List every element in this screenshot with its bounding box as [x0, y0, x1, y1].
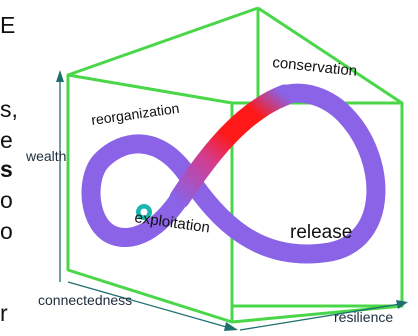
connectedness-axis-arrow-icon	[224, 322, 238, 331]
loop-left-lobe	[81, 134, 198, 247]
axis-label-resilience: resilience	[334, 309, 393, 325]
loop-transition-segment	[169, 84, 296, 209]
phase-label-conservation: conservation	[272, 54, 358, 80]
cropped-text-fragment: E	[0, 12, 16, 38]
connectedness-axis-line	[67, 281, 231, 329]
axis-label-connectedness: connectedness	[38, 292, 132, 308]
cropped-text-fragment: s,	[0, 96, 18, 122]
cropped-text-fragment: e	[0, 127, 13, 153]
phase-label-release: release	[290, 222, 352, 243]
wireframe-box	[66, 6, 404, 324]
loop-right-lobe	[178, 83, 386, 264]
resilience-axis-line	[239, 303, 401, 331]
exploitation-marker	[136, 204, 152, 220]
cropped-text-fragment: o	[0, 218, 13, 244]
box-edge	[257, 6, 403, 105]
adaptive-cycle-loop	[81, 83, 386, 264]
wealth-axis-arrow-icon	[56, 70, 64, 82]
resilience-axis-arrow-icon	[396, 300, 408, 309]
box-edge	[67, 6, 259, 77]
phase-label-reorganization: reorganization	[90, 100, 180, 128]
axis-label-wealth: wealth	[25, 148, 66, 164]
cropped-text-fragment: o	[0, 187, 13, 213]
axes	[56, 70, 408, 331]
cropped-text-fragment: r	[0, 300, 8, 326]
cropped-text-fragment: s	[0, 156, 13, 182]
